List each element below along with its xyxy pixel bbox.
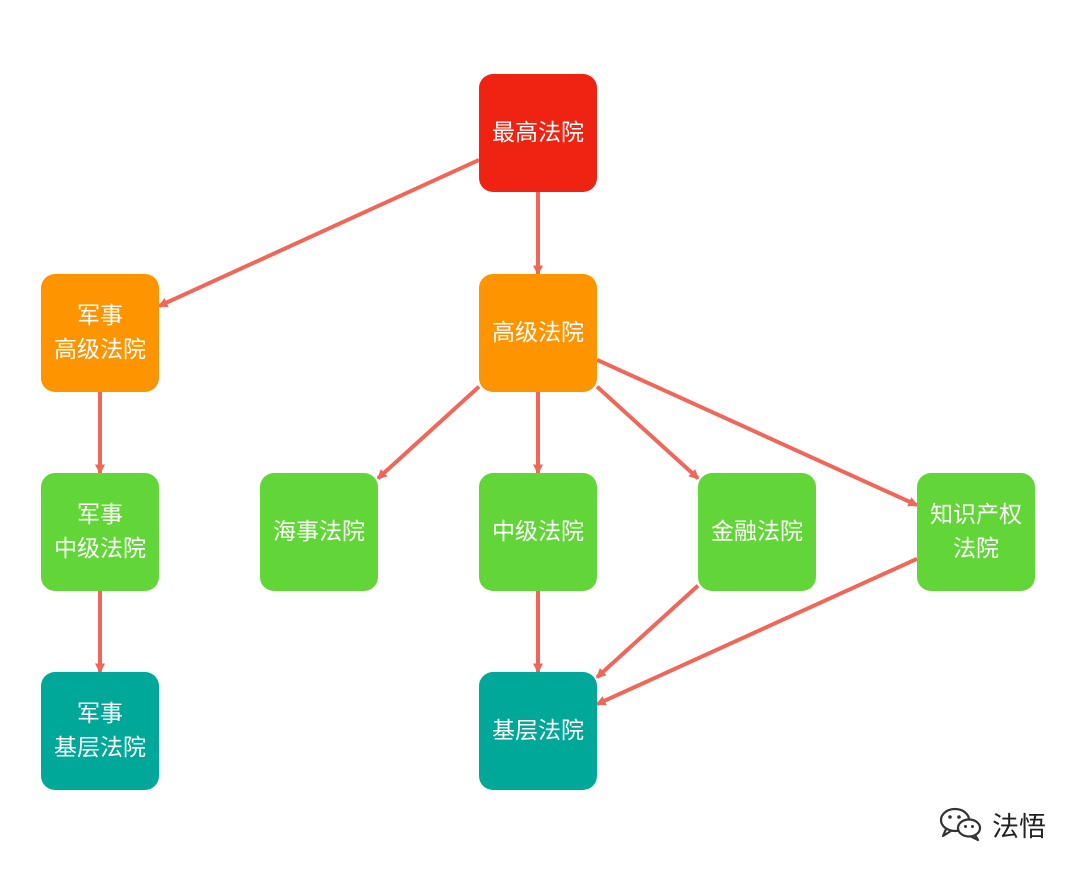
node-military-high-court: 军事 高级法院	[41, 274, 159, 392]
node-label-line-1: 军事	[77, 502, 123, 528]
watermark-text: 法悟	[992, 811, 1046, 843]
edges-layer	[95, 158, 919, 707]
arrow-financial-to-basic	[595, 584, 700, 679]
node-military-intermediate-court: 军事 中级法院	[41, 473, 159, 591]
node-financial-court: 金融法院	[698, 473, 816, 591]
node-label-line-2: 高级法院	[54, 337, 146, 363]
node-label: 海事法院	[273, 519, 365, 545]
node-label-line-2: 法院	[953, 536, 999, 562]
node-ip-court: 知识产权 法院	[917, 473, 1035, 591]
wechat-icon	[939, 807, 982, 842]
node-label: 基层法院	[492, 718, 584, 744]
node-label-line-1: 知识产权	[930, 502, 1022, 528]
node-label-line-2: 基层法院	[54, 735, 146, 761]
node-high-court: 高级法院	[479, 274, 597, 392]
node-maritime-court: 海事法院	[260, 473, 378, 591]
node-label-line-1: 军事	[77, 701, 123, 727]
node-label-line-2: 中级法院	[54, 536, 146, 562]
node-label: 金融法院	[711, 519, 803, 545]
arrow-high-to-financial	[595, 385, 700, 480]
node-intermediate-court: 中级法院	[479, 473, 597, 591]
arrow-high-to-ip	[596, 357, 919, 508]
node-label-line-1: 军事	[77, 303, 123, 329]
arrow-supreme-to-military_high	[157, 158, 480, 308]
node-basic-court: 基层法院	[479, 672, 597, 790]
node-supreme-court: 最高法院	[479, 74, 597, 192]
node-label: 最高法院	[492, 120, 584, 146]
watermark: 法悟	[938, 804, 1046, 844]
node-military-basic-court: 军事 基层法院	[41, 672, 159, 790]
node-label: 中级法院	[492, 519, 584, 545]
arrow-high-to-maritime	[376, 385, 481, 480]
arrow-ip-to-basic	[595, 556, 918, 707]
node-label: 高级法院	[492, 320, 584, 346]
